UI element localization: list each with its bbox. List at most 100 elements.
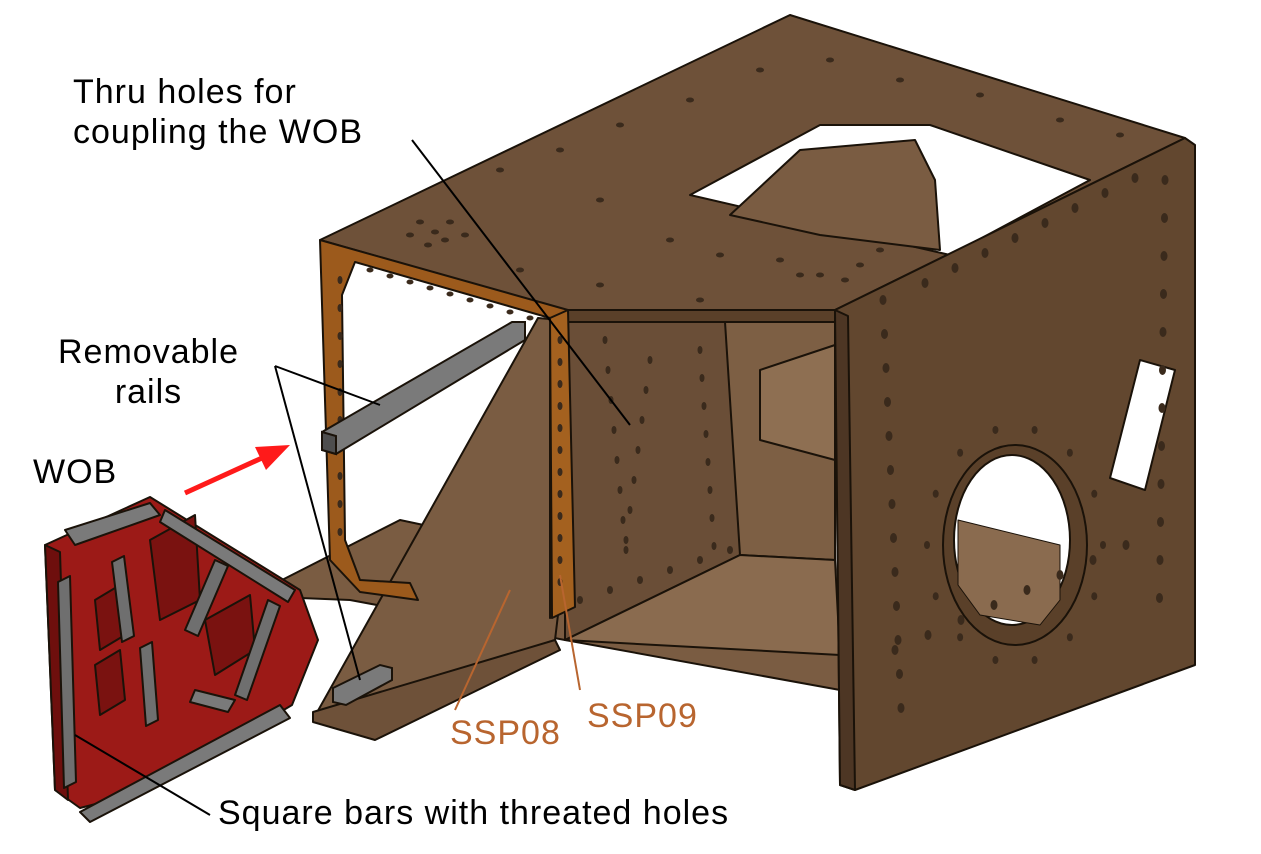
bolt-hole [424, 242, 432, 248]
bolt-hole [557, 534, 563, 542]
bolt-hole [707, 486, 713, 494]
bolt-hole [1056, 570, 1064, 580]
square-bar [57, 575, 77, 789]
bolt-hole [686, 97, 694, 103]
bolt-hole [990, 600, 998, 610]
bolt-hole [705, 458, 711, 466]
arrow-head [255, 445, 290, 470]
square-bar [79, 704, 291, 823]
bolt-hole [924, 630, 932, 640]
bolt-hole [366, 267, 374, 273]
bolt-hole [881, 329, 888, 339]
bolt-hole [557, 556, 563, 564]
bolt-hole [1156, 555, 1164, 565]
square-bar [111, 555, 135, 643]
bolt-hole [1161, 213, 1168, 223]
removable-rails [321, 321, 526, 707]
leader-ssp08 [454, 589, 511, 711]
bolt-hole [992, 656, 999, 665]
lower-rail [332, 663, 393, 707]
label-wob: WOB [33, 453, 118, 491]
bolt-hole [406, 279, 414, 285]
bolt-hole [957, 633, 964, 642]
bolt-hole [461, 232, 469, 238]
bolt-hole [1160, 289, 1167, 299]
bolt-hole [1089, 555, 1097, 565]
bolt-hole [756, 67, 764, 73]
bolt-hole [1071, 203, 1079, 213]
bolt-hole [882, 363, 890, 373]
label-ssp08: SSP08 [450, 714, 561, 752]
bolt-hole [1101, 188, 1109, 198]
bolt-hole [1100, 541, 1106, 549]
wob-assembly [44, 496, 319, 823]
bolt-hole [856, 262, 864, 268]
bolt-hole [696, 297, 704, 303]
bolt-hole [416, 219, 424, 225]
label-square-bars: Square bars with threated holes [218, 794, 730, 832]
bolt-hole [1160, 251, 1168, 261]
bolt-hole [557, 402, 563, 410]
bolt-hole [486, 303, 494, 309]
bolt-hole [406, 232, 414, 238]
bolt-hole [627, 506, 633, 514]
bolt-hole [667, 566, 673, 574]
bolt-hole [577, 596, 583, 604]
bolt-hole [506, 309, 514, 315]
square-bar [64, 502, 161, 546]
bolt-hole [957, 615, 965, 625]
bolt-hole [337, 332, 343, 340]
bolt-hole [703, 430, 709, 438]
bolt-hole [337, 528, 343, 536]
bolt-hole [647, 356, 653, 364]
bolt-hole [727, 546, 733, 554]
interior-floor [564, 554, 841, 656]
bolt-hole [431, 229, 439, 235]
bolt-hole [526, 315, 534, 321]
bolt-hole [1091, 489, 1098, 498]
bolt-hole [1122, 540, 1130, 550]
bolt-hole [957, 448, 964, 457]
bolt-hole [596, 197, 604, 203]
label-ssp09: SSP09 [587, 697, 698, 735]
bolt-hole [879, 295, 887, 305]
bolt-hole [887, 465, 894, 475]
bolt-hole [426, 285, 434, 291]
bolt-hole [466, 297, 474, 303]
bolt-hole [1158, 403, 1166, 413]
bolt-hole [796, 272, 804, 278]
bolt-hole [1056, 117, 1064, 123]
square-bar [189, 689, 236, 713]
bolt-hole [617, 486, 623, 494]
bolt-hole [1157, 517, 1164, 527]
bolt-hole [635, 446, 641, 454]
bolt-hole [607, 586, 613, 594]
leader-thru-holes [411, 139, 631, 426]
bolt-hole [890, 533, 897, 543]
bolt-hole [637, 576, 643, 584]
upper-rail-face [321, 430, 337, 456]
bolt-hole [701, 402, 707, 410]
insertion-arrow [183, 445, 290, 496]
bolt-hole [1011, 233, 1019, 243]
wob-pocket [94, 649, 126, 716]
bolt-hole [816, 272, 824, 278]
bolt-hole [932, 489, 939, 498]
bolt-hole [1159, 365, 1166, 375]
bolt-hole [896, 77, 904, 83]
square-bar [184, 559, 229, 637]
bolt-hole [605, 366, 611, 374]
bolt-hole [596, 282, 604, 288]
bolt-hole [697, 556, 703, 564]
interior-window [759, 344, 836, 461]
square-bar [139, 641, 159, 727]
bolt-hole [1031, 425, 1038, 434]
bolt-hole [446, 291, 454, 297]
bolt-hole [516, 267, 524, 273]
bolt-hole [666, 237, 674, 243]
label-removable-rails: Removable rails [58, 333, 239, 412]
bolt-hole [1131, 173, 1139, 183]
bolt-hole [1156, 593, 1163, 603]
bolt-hole [976, 92, 984, 98]
leader-lines [74, 139, 631, 816]
